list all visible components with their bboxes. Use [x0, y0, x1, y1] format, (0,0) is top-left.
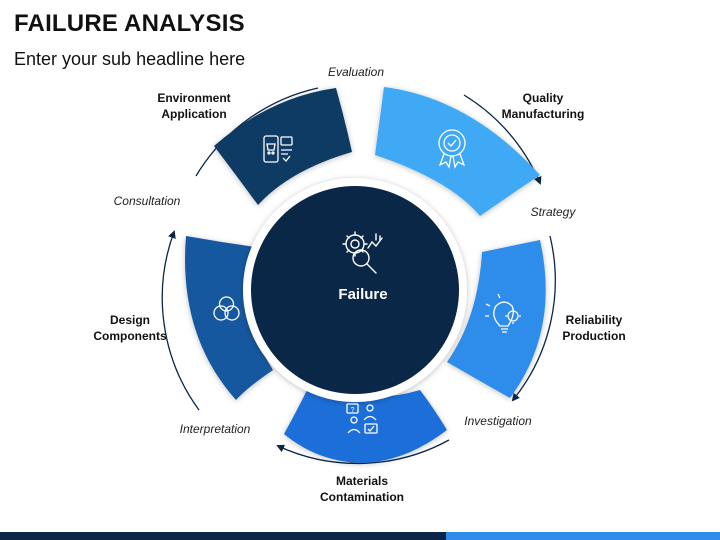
segment-shape — [447, 240, 546, 398]
label-quality-manufacturing: Quality Manufacturing — [502, 91, 585, 121]
gear-magnifier-icon — [342, 231, 383, 274]
page-title: FAILURE ANALYSIS — [14, 10, 245, 37]
arc-label-consultation: Consultation — [114, 194, 181, 208]
people-chat-icon: ? — [346, 403, 378, 434]
svg-text:Quality: Quality — [523, 91, 564, 105]
arc-label-interpretation: Interpretation — [180, 422, 251, 436]
segment-quality-manufacturing[interactable] — [375, 87, 540, 216]
svg-text:Components: Components — [93, 329, 167, 343]
arc-label-investigation: Investigation — [464, 414, 532, 428]
label-reliability-production: Reliability Production — [562, 313, 625, 343]
arc-interpretation-consultation — [161, 230, 200, 411]
page-subtitle: Enter your sub headline here — [14, 49, 246, 69]
footer-accent-dark — [0, 532, 447, 540]
label-design-components: Design Components — [93, 313, 167, 343]
segment-materials-contamination[interactable] — [284, 378, 447, 463]
svg-text:Design: Design — [110, 313, 150, 327]
footer-accent-bar — [0, 532, 720, 540]
segment-environment-application[interactable] — [214, 88, 352, 205]
center-label: Failure — [338, 286, 387, 303]
center-disk[interactable] — [251, 186, 459, 394]
svg-text:Manufacturing: Manufacturing — [502, 107, 585, 121]
svg-text:Reliability: Reliability — [566, 313, 623, 327]
mobile-shopping-icon — [263, 135, 293, 163]
segment-shape — [214, 88, 352, 205]
svg-text:?: ? — [351, 407, 355, 414]
segment-design-components[interactable] — [185, 236, 273, 400]
award-badge-icon — [438, 129, 466, 169]
svg-text:Environment: Environment — [157, 91, 230, 105]
arc-strategy-investigation — [511, 235, 556, 402]
arc-label-evaluation: Evaluation — [328, 65, 384, 79]
arc-label-strategy: Strategy — [531, 205, 577, 219]
footer-accent-light — [446, 532, 720, 540]
label-materials-contamination: Materials Contamination — [320, 474, 404, 504]
svg-text:Contamination: Contamination — [320, 490, 404, 504]
arc-investigation-interpretation — [276, 439, 450, 465]
svg-text:Application: Application — [161, 107, 226, 121]
arc-consultation-evaluation — [195, 87, 319, 177]
segment-reliability-production[interactable] — [447, 240, 546, 398]
label-environment-application: Environment Application — [157, 91, 230, 121]
svg-text:Materials: Materials — [336, 474, 388, 488]
idea-bulb-gear-icon — [485, 293, 521, 333]
segment-shape — [284, 378, 447, 463]
svg-text:Production: Production — [562, 329, 625, 343]
venn-circles-icon — [213, 296, 240, 321]
segment-shape — [185, 236, 273, 400]
segment-shape — [375, 87, 540, 216]
